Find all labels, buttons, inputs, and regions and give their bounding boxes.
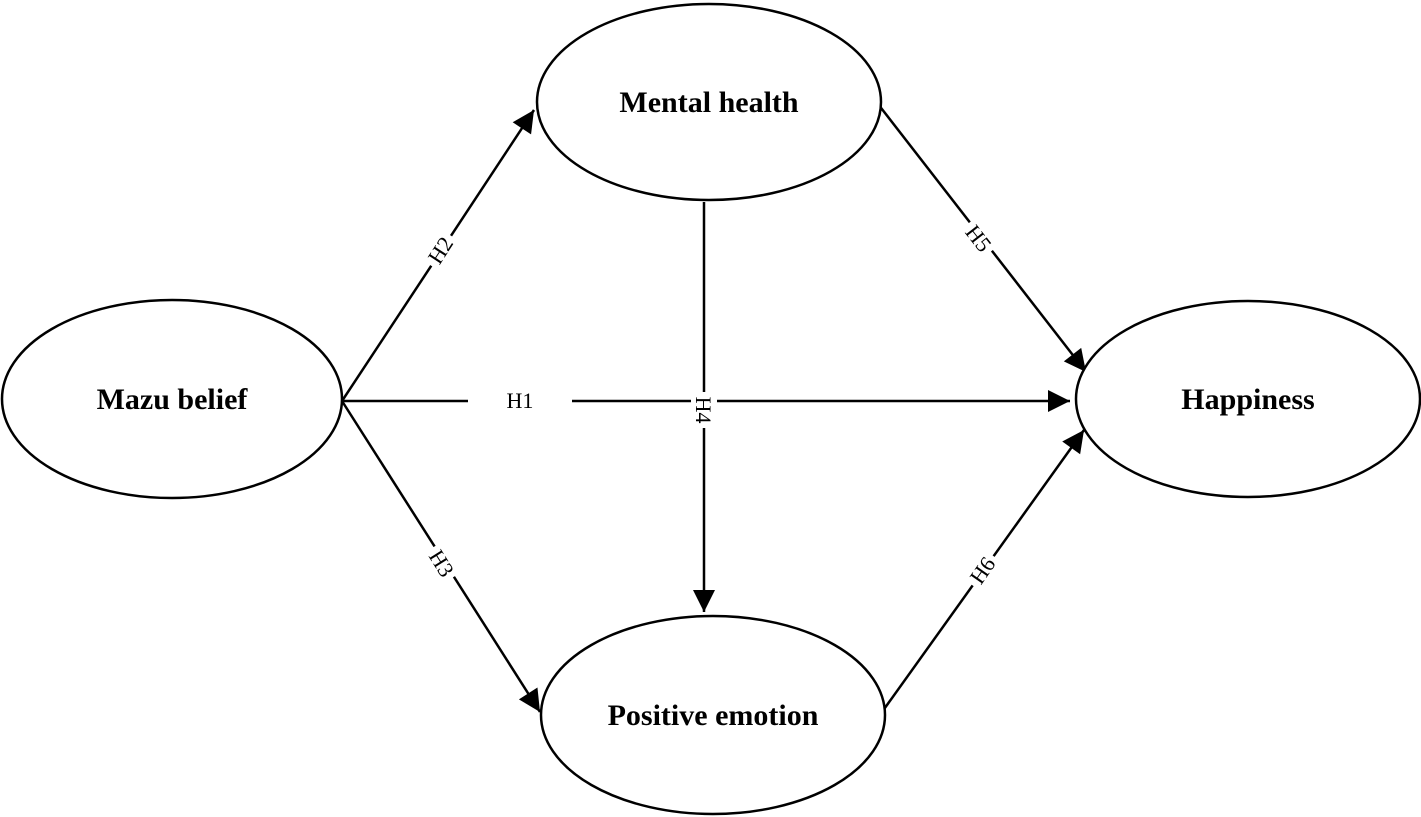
edge-label-h4: H4: [691, 397, 716, 424]
node-happiness: Happiness: [1074, 299, 1421, 499]
node-mental-health: Mental health: [535, 2, 883, 202]
edge-label-h1: H1: [507, 388, 534, 413]
node-label-mental-health: Mental health: [619, 86, 798, 119]
node-mazu-belief: Mazu belief: [0, 298, 344, 500]
node-positive-emotion: Positive emotion: [539, 614, 887, 816]
node-label-happiness: Happiness: [1181, 383, 1314, 416]
node-label-positive-emotion: Positive emotion: [608, 699, 819, 732]
node-label-mazu-belief: Mazu belief: [97, 383, 249, 416]
